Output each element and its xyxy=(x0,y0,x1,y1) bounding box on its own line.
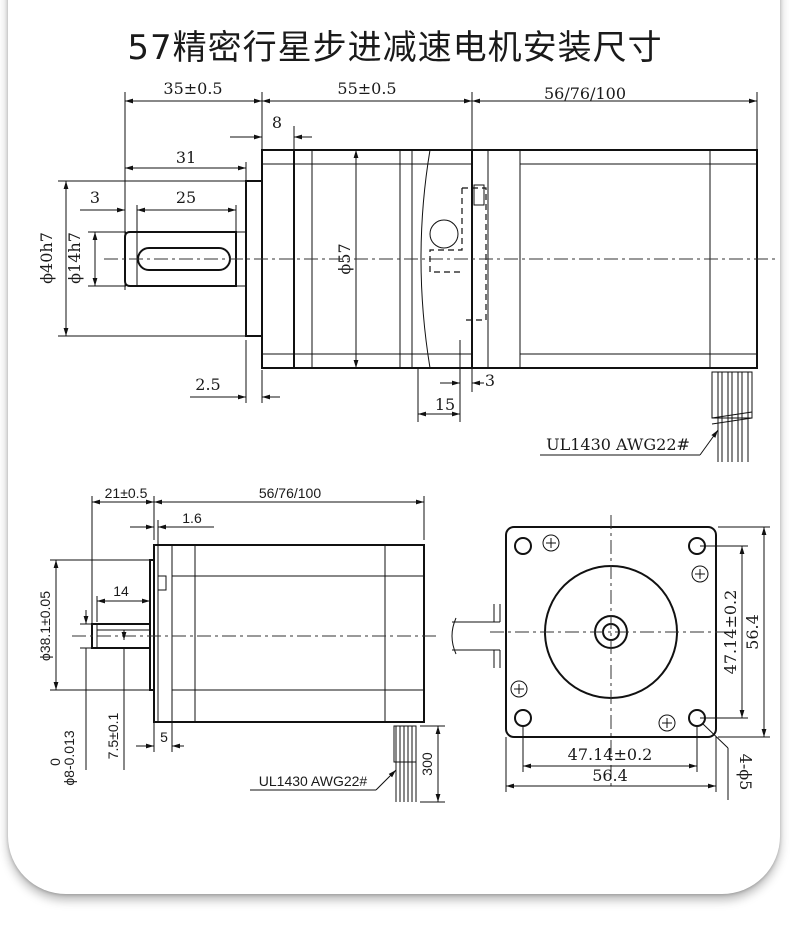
top-cable-label: UL1430 AWG22# xyxy=(546,435,690,454)
top-view: 35±0.5 55±0.5 56/76/100 8 31 3 25 ϕ40h7 xyxy=(37,79,775,462)
dim-gear-dia: ϕ57 xyxy=(335,243,354,274)
dim-shaft-step: 3 xyxy=(90,188,100,207)
dim-front-length: 21±0.5 xyxy=(105,485,148,501)
motor-body xyxy=(471,149,758,369)
dim-motor-length: 56/76/100 xyxy=(544,84,626,103)
dim-shaft-dia: ϕ14h7 xyxy=(65,232,84,284)
dim-pilot-dia: ϕ40h7 xyxy=(37,232,56,284)
set-screw-hole xyxy=(429,219,459,249)
end-view: 47.14±0.2 56.4 47.14±0.2 56.4 4-ϕ5 xyxy=(451,515,770,800)
mount-hole-tl xyxy=(514,537,532,555)
dim-hole-spacing-v: 47.14±0.2 xyxy=(721,590,740,675)
side-view: 21±0.5 56/76/100 1.6 14 ϕ38.1±0.05 xyxy=(37,485,445,803)
dim-hole-spacing-h: 47.14±0.2 xyxy=(568,745,653,764)
output-shaft xyxy=(124,231,237,287)
mount-hole-bl xyxy=(514,709,532,727)
dim-shaft-flat: 14 xyxy=(113,583,129,599)
dim-flat-depth: 7.5±0.1 xyxy=(105,712,121,759)
dim-shaft-total: 31 xyxy=(176,148,196,167)
dim-square-h: 56.4 xyxy=(592,766,628,785)
side-motor-body xyxy=(153,544,425,723)
dim-gearbox-length: 55±0.5 xyxy=(337,79,396,98)
side-cable-label: UL1430 AWG22# xyxy=(259,773,368,789)
page-title: 57精密行星步进减速电机安装尺寸 xyxy=(127,28,663,68)
dim-offset-15: 15 xyxy=(435,395,455,414)
side-cable xyxy=(393,725,417,802)
dim-cable-len: 300 xyxy=(419,752,435,776)
dim-side-pilot-dia: ϕ38.1±0.05 xyxy=(37,591,53,661)
dim-side-motor-length: 56/76/100 xyxy=(259,485,321,501)
dim-holes: 4-ϕ5 xyxy=(736,754,755,791)
dim-side-shaft-dia: ϕ8-0.013 xyxy=(61,730,77,786)
dim-shaft-key: 25 xyxy=(176,188,196,207)
dim-step: 5 xyxy=(160,729,168,745)
dim-square-v: 56.4 xyxy=(743,614,762,650)
dim-side-shaft-tol-upper: 0 xyxy=(47,758,63,766)
dim-pilot-depth: 2.5 xyxy=(195,375,220,394)
motor-cable xyxy=(711,371,753,462)
dim-flange-plate: 8 xyxy=(272,113,282,132)
dim-flange-thk: 1.6 xyxy=(182,510,202,526)
dim-flange-length: 35±0.5 xyxy=(163,79,222,98)
dim-offset-small: 3 xyxy=(485,371,495,390)
